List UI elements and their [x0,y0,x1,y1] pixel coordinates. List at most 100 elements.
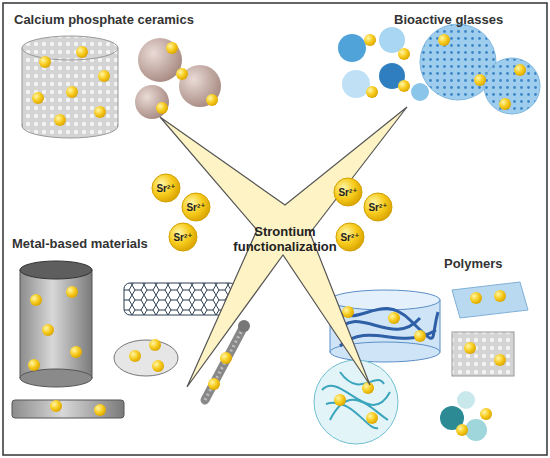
strontium-dots-part [94,404,106,416]
strontium-dots-part [474,74,486,86]
strontium-dots-part [334,394,346,406]
ion-circle: Sr²⁺ [168,222,198,252]
strontium-dots-part [388,312,400,324]
strontium-dots-part [206,94,218,106]
strontium-dots-part [129,350,141,362]
ion-label: Sr²⁺ [173,232,192,243]
strontium-dots-part [470,292,482,304]
strontium-dots-part [220,352,232,364]
ion-circle: Sr²⁺ [181,192,211,222]
polymer-particles [440,391,487,441]
carbon-nanotube [124,283,236,315]
strontium-dots-part [42,324,54,336]
ion-label: Sr²⁺ [186,202,205,213]
mesoporous-spheres-part [484,58,540,114]
ion-label: Sr²⁺ [338,187,357,198]
center-title: Strontium functionalization [223,224,348,254]
strontium-dots-part [76,46,88,58]
strontium-dots-part [98,70,110,82]
glass-particles-part [338,34,366,62]
strontium-dots-part [156,102,168,114]
ion-label: Sr²⁺ [156,183,175,194]
strontium-dots-part [30,294,42,306]
strontium-dots-part [362,382,374,394]
strontium-dots [32,42,218,126]
metal-screw-part [238,320,250,332]
category-title: Metal-based materials [12,236,148,251]
ion-disc [182,193,210,221]
metal-cylinder-part [20,261,92,279]
strontium-dots-part [398,48,410,60]
strontium-dots-part [66,286,78,298]
strontium-dots-part [494,354,506,366]
polymer-network-part [314,360,398,444]
strontium-dots-part [398,80,410,92]
ion-disc [364,193,392,221]
ion-circle: Sr²⁺ [151,173,181,203]
strontium-dots-part [342,306,354,318]
strontium-dots-part [39,56,51,68]
strontium-dots-part [366,412,378,424]
porous-scaffold-part [22,36,118,60]
figure-border [3,3,547,455]
metal-disc [114,340,178,376]
category-title: Bioactive glasses [394,12,503,27]
strontium-dots-part [50,400,62,412]
glass-particles-part [342,70,370,98]
strontium-dots-part [149,339,161,351]
ion-disc [336,223,364,251]
metal-cylinder [20,261,92,387]
strontium-dots-part [514,64,526,76]
ion-disc [152,174,180,202]
porous-membrane-part [452,332,514,376]
ion-label: Sr²⁺ [340,232,359,243]
polymer-film-part [452,282,528,318]
polymer-particles-part [465,419,487,441]
ion-circle: Sr²⁺ [333,177,363,207]
strontium-dots-part [208,378,220,390]
porous-scaffold [22,36,118,138]
polymer-particles-part [457,391,475,409]
polymer-network-part [322,372,390,428]
strontium-dots-part [166,42,178,54]
ceramic-spheres-part [135,85,169,119]
polymer-network [314,360,398,444]
ceramic-spheres-part [138,38,182,82]
strontium-dots-part [464,342,476,354]
strontium-dots-part [480,408,492,420]
ion-label: Sr²⁺ [368,202,387,213]
ceramic-spheres [135,38,221,119]
category-title: Calcium phosphate ceramics [14,12,194,27]
strontium-dots-part [494,290,506,302]
metal-disc-part [114,340,178,376]
strontium-dots [364,34,526,110]
strontium-dots-part [152,360,164,372]
strontium-dots-part [32,92,44,104]
metal-rod-part [12,400,124,418]
ion-disc [169,223,197,251]
metal-rod [12,400,124,418]
strontium-dots-part [456,424,468,436]
carbon-nanotube-part [124,283,236,315]
strontium-dots-part [54,114,66,126]
category-title: Polymers [444,256,503,271]
strontium-dots [28,286,232,416]
strontium-dots-part [414,330,426,342]
mesoporous-spheres [420,24,540,114]
strontium-dots-part [28,359,40,371]
ion-circle: Sr²⁺ [335,222,365,252]
strontium-dots-part [366,86,378,98]
porous-membrane [452,332,514,376]
strontium-dots-part [176,68,188,80]
glass-particles-part [411,83,429,101]
star-path [160,107,407,387]
strontium-dots-part [438,34,450,46]
strontium-dots-part [499,98,511,110]
metal-cylinder-part [20,270,92,378]
ion-circle: Sr²⁺ [363,192,393,222]
glass-particles [338,27,429,101]
strontium-dots-part [94,106,106,118]
strontium-dots-part [70,346,82,358]
